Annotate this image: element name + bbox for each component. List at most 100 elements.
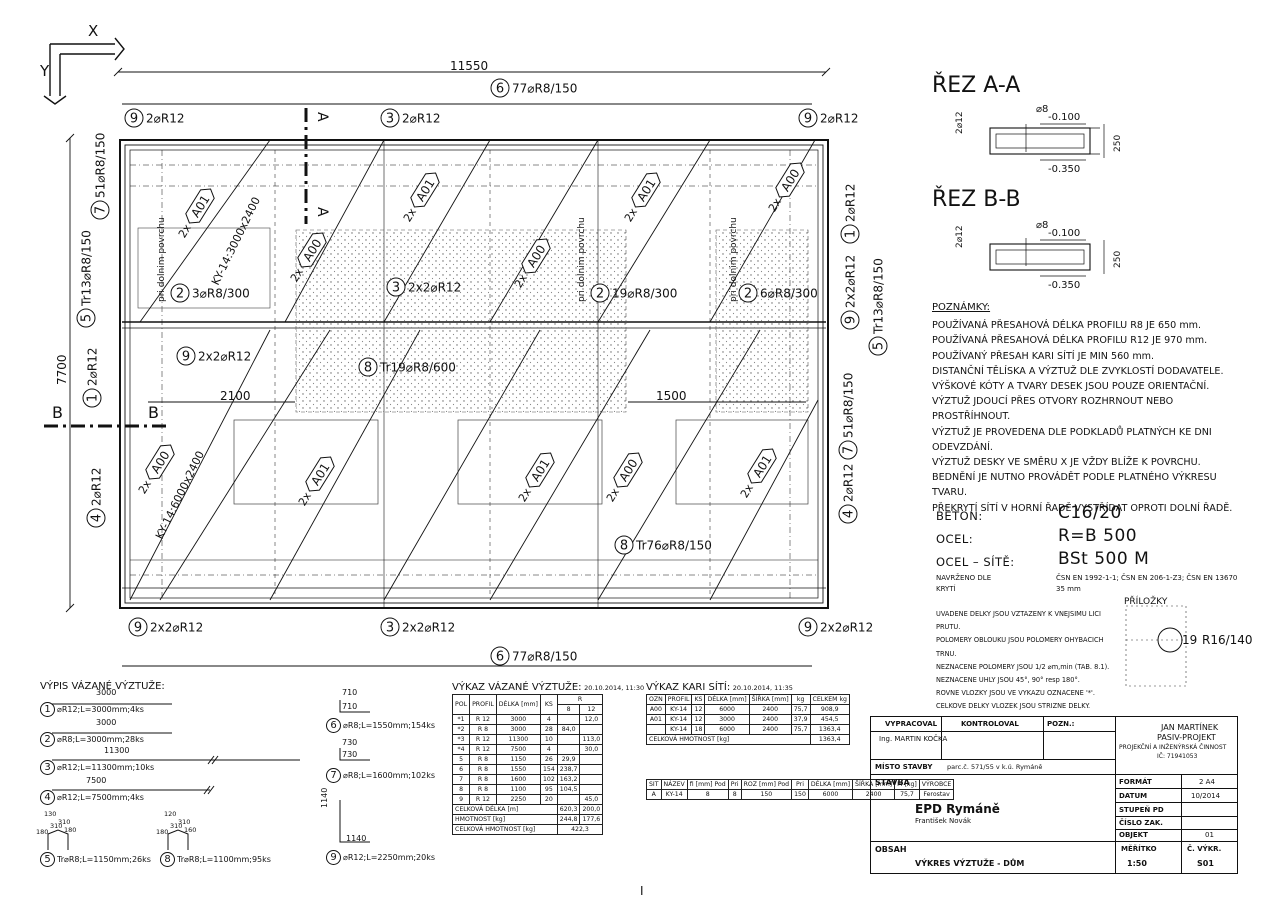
section-a-mark-2: A xyxy=(314,207,330,217)
bubble-number: 3 xyxy=(386,621,394,636)
table-cell: 1363,4 xyxy=(809,724,850,735)
bubble-circle xyxy=(124,108,144,128)
bar-length: 3000 xyxy=(96,688,117,697)
table-cell xyxy=(556,734,581,745)
table-cell xyxy=(646,724,666,735)
table-cell: 6000 xyxy=(807,789,854,800)
mesh-tag-frame xyxy=(410,172,440,208)
bubble-label: 2⌀R12 xyxy=(842,464,856,502)
material-row: OCEL – SÍTĚ:BSt 500 M xyxy=(936,546,1236,569)
table-cell: ŠÍŘKA [mm] xyxy=(748,694,792,705)
attachment-title: PŘÍLOŽKY xyxy=(1124,595,1168,607)
section-aa-title: ŘEZ A-A xyxy=(932,72,1020,98)
table-cell: 75,7 xyxy=(790,724,811,735)
bubble-label: Tr76⌀R8/150 xyxy=(635,539,712,553)
bb-top-level: -0.100 xyxy=(1048,228,1080,239)
table-cell: KY-14 xyxy=(660,789,688,800)
mesh-top-label: KY-14:3000x2400 xyxy=(209,195,263,287)
axis-x-label: X xyxy=(88,22,98,40)
table-cell: 37,9 xyxy=(790,714,811,725)
material-row: OCEL:R=B 500 xyxy=(936,523,1236,546)
bar-list-title: VÝPIS VÁZANÉ VÝZTUŽE: xyxy=(40,681,165,692)
bubble-circle xyxy=(490,646,510,666)
bar-number: 3 xyxy=(40,760,55,775)
table-cell: R 12 xyxy=(469,744,497,755)
table-cell: 104,5 xyxy=(556,784,581,795)
bubble-number: 9 xyxy=(804,112,812,127)
bar-text: ⌀R12;L=2250mm;20ks xyxy=(343,853,436,862)
table-cell: 150 xyxy=(740,789,793,800)
tb-format: FORMÁT xyxy=(1119,778,1152,786)
attachment-label: R16/140 xyxy=(1202,633,1253,647)
tb-company-4: IČ: 71941053 xyxy=(1157,753,1198,760)
table-cell xyxy=(556,714,581,725)
bubble-number: 2 xyxy=(176,287,184,302)
table-cell: HMOTNOST [kg] xyxy=(452,814,558,825)
bubble-label: Tr19⌀R8/600 xyxy=(379,361,456,375)
bubble-circle xyxy=(386,277,406,297)
material-key: OCEL – SÍTĚ: xyxy=(936,555,1015,569)
mesh-tag-count: 2x xyxy=(296,489,314,508)
bubble-number: 5 xyxy=(872,342,887,350)
table-cell: KY-14 xyxy=(664,704,693,715)
bar-text: ⌀R8;L=1600mm;102ks xyxy=(343,771,436,780)
table-cell: 1150 xyxy=(495,754,541,765)
mesh-tag-frame xyxy=(305,456,335,492)
mesh-tag-count: 2x xyxy=(604,485,622,504)
mesh-tag-frame xyxy=(521,238,551,274)
page-mark: I xyxy=(640,884,644,898)
table-cell: 8 xyxy=(727,789,742,800)
table-cell: 4 xyxy=(539,714,558,725)
position-bubble: 42⌀R12 xyxy=(86,468,106,528)
tb-cislo: ČÍSLO ZAK. xyxy=(1119,819,1163,827)
bubble-circle xyxy=(380,108,400,128)
tb-obsah: OBSAH xyxy=(875,845,907,854)
section-b-mark-2: B xyxy=(148,403,159,422)
table-cell xyxy=(579,774,604,785)
bubble-circle xyxy=(798,617,818,637)
tb-obsah-value: VÝKRES VÝZTUŽE - DŮM xyxy=(915,859,1025,868)
bubble-circle xyxy=(590,283,610,303)
section-b-mark: B xyxy=(52,403,63,422)
shape-dimension: 180 xyxy=(36,828,49,836)
bar-number: 5 xyxy=(40,852,55,867)
table-cell: 2400 xyxy=(748,724,792,735)
table-cell xyxy=(556,794,581,805)
bubble-label: 2x2⌀R12 xyxy=(198,350,251,364)
mesh-tag-frame xyxy=(747,448,777,484)
mesh-title: VÝKAZ KARI SÍTÍ: 20.10.2014, 11:35 xyxy=(646,682,793,693)
surface-label-1: pri dolnim povrchu xyxy=(157,217,167,302)
table-cell xyxy=(579,724,604,735)
bubble-label: 51⌀R8/150 xyxy=(842,373,856,438)
tb-objekt: OBJEKT xyxy=(1119,831,1148,839)
shape-dimension: 310 xyxy=(170,822,183,830)
legal-line: POLOMERY OBLOUKU JSOU POLOMERY OHYBACICH… xyxy=(936,636,1104,658)
table-cell: *2 xyxy=(451,724,471,735)
table-cell: 113,0 xyxy=(579,734,604,745)
bar-text: ⌀R12;L=11300mm;10ks xyxy=(57,763,155,772)
bubble-number: 2 xyxy=(596,287,604,302)
table-cell: POL xyxy=(451,694,471,715)
table-cell: 29,9 xyxy=(556,754,581,765)
tb-company-2: PASIV-PROJEKT xyxy=(1157,733,1216,742)
schedule-title-text: VÝKAZ VÁZANÉ VÝZTUŽE: xyxy=(452,682,582,693)
tb-meritko-value: 1:50 xyxy=(1127,859,1147,868)
bar-entry: 1⌀R12;L=3000mm;4ks xyxy=(40,702,144,717)
bubble-circle xyxy=(380,617,400,637)
tb-stavba-value: EPD Rymáně xyxy=(915,802,1000,816)
bubble-label: 19⌀R8/300 xyxy=(612,287,677,301)
axis-y-label: Y xyxy=(39,62,50,80)
